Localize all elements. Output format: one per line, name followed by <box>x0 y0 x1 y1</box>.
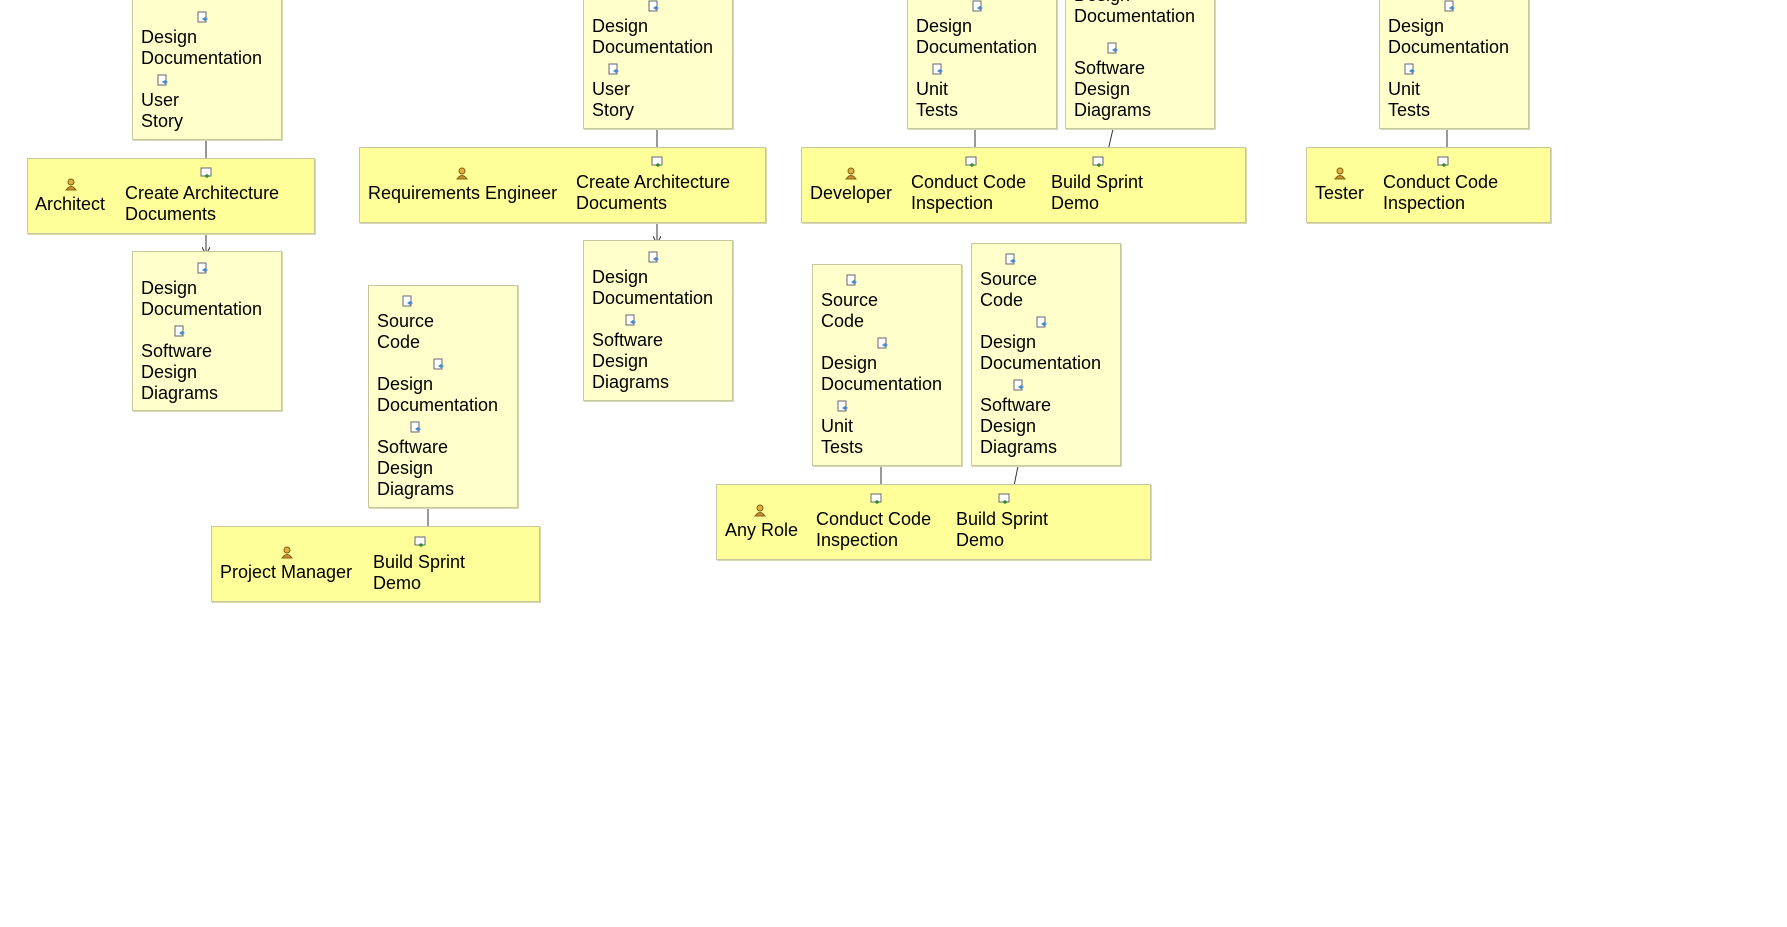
artifact-group-anyrole-inspection-inputs: Source Code Design Documentation Unit Te… <box>812 264 962 466</box>
task-icon <box>651 156 663 167</box>
role-task-architect[interactable]: Architect Create Architecture Documents <box>27 158 315 234</box>
artifact-label: Software Design Diagrams <box>592 330 670 392</box>
artifact-icon <box>1444 0 1455 12</box>
task-icon <box>998 493 1010 504</box>
task-icon <box>965 156 977 167</box>
artifact-label: Unit Tests <box>916 79 959 120</box>
artifact-label: Design Documentation <box>592 16 714 57</box>
task-icon <box>200 167 212 178</box>
artifact-icon <box>608 63 619 75</box>
artifact-label: Unit Tests <box>821 416 864 457</box>
role-label: Requirements Engineer <box>368 183 558 203</box>
artifact-label: Design Documentation <box>1388 16 1510 57</box>
role-task-project-manager[interactable]: Project Manager Build Sprint Demo <box>211 526 540 602</box>
artifact-label: Software Design Diagrams <box>1074 58 1152 120</box>
task-icon <box>1437 156 1449 167</box>
artifact-label: Design Documentation <box>141 27 263 68</box>
artifact-label: Software Design Diagrams <box>141 341 219 403</box>
role-task-tester[interactable]: Tester Conduct Code Inspection <box>1306 147 1551 223</box>
task-icon <box>870 493 882 504</box>
role-icon <box>65 178 77 191</box>
artifact-icon <box>197 11 208 23</box>
role-label: Tester <box>1315 183 1365 203</box>
artifact-label: Source Code <box>377 311 435 352</box>
artifact-label: Unit Tests <box>1388 79 1431 120</box>
artifact-icon <box>837 400 848 412</box>
artifact-icon <box>197 262 208 274</box>
artifact-icon <box>625 314 636 326</box>
role-label: Developer <box>810 183 893 203</box>
artifact-icon <box>433 358 444 370</box>
artifact-label: Software Design Diagrams <box>377 437 455 499</box>
task-label: Build Sprint Demo <box>1051 172 1144 213</box>
artifact-label: User Story <box>141 90 184 131</box>
task-label: Create Architecture Documents <box>576 172 731 213</box>
artifact-label: Software Design Diagrams <box>980 395 1058 457</box>
task-label: Build Sprint Demo <box>956 509 1049 550</box>
artifact-icon <box>157 74 168 86</box>
artifact-label: Design Documentation <box>1074 0 1196 26</box>
artifact-icon <box>648 0 659 12</box>
task-label: Conduct Code Inspection <box>1383 172 1499 213</box>
artifact-group-reqeng-inputs: Design Documentation User Story <box>583 0 733 129</box>
artifact-icon <box>402 295 413 307</box>
artifact-icon <box>1404 63 1415 75</box>
artifact-group-reqeng-outputs: Design Documentation Software Design Dia… <box>583 240 733 401</box>
artifact-label: Source Code <box>821 290 879 331</box>
artifact-label: Design Documentation <box>141 278 263 319</box>
artifact-label: Design Documentation <box>592 267 714 308</box>
task-label: Conduct Code Inspection <box>911 172 1027 213</box>
artifact-group-tester-inputs: Design Documentation Unit Tests <box>1379 0 1529 129</box>
artifact-icon <box>972 0 983 12</box>
role-icon <box>754 504 766 517</box>
role-task-developer[interactable]: Developer Conduct Code Inspection Build … <box>801 147 1246 223</box>
task-label: Conduct Code Inspection <box>816 509 932 550</box>
task-icon <box>414 536 426 547</box>
artifact-group-anyrole-demo-inputs: Source Code Design Documentation Softwar… <box>971 243 1121 466</box>
role-icon <box>845 167 857 180</box>
artifact-group-pm-inputs: Source Code Design Documentation Softwar… <box>368 285 518 508</box>
artifact-label: Design Documentation <box>377 374 499 415</box>
artifact-icon <box>846 274 857 286</box>
artifact-group-architect-outputs: Design Documentation Software Design Dia… <box>132 251 282 411</box>
artifact-icon <box>1036 316 1047 328</box>
artifact-icon <box>932 63 943 75</box>
task-label: Build Sprint Demo <box>373 552 466 593</box>
role-task-requirements-engineer[interactable]: Requirements Engineer Create Architectur… <box>359 147 766 223</box>
role-label: Project Manager <box>220 562 353 582</box>
task-icon <box>1092 156 1104 167</box>
role-task-any-role[interactable]: Any Role Conduct Code Inspection Build S… <box>716 484 1151 560</box>
artifact-label: Design Documentation <box>980 332 1102 373</box>
artifact-label: Design Documentation <box>821 353 943 394</box>
role-icon <box>1334 167 1346 180</box>
artifact-icon <box>1107 42 1118 54</box>
artifact-icon <box>410 421 421 433</box>
artifact-icon <box>648 251 659 263</box>
artifact-label: Design Documentation <box>916 16 1038 57</box>
role-label: Any Role <box>725 520 799 540</box>
task-label: Create Architecture Documents <box>125 183 280 224</box>
role-icon <box>281 546 293 559</box>
role-label: Architect <box>35 194 106 214</box>
role-icon <box>456 167 468 180</box>
artifact-label: User Story <box>592 79 635 120</box>
artifact-group-developer-inspection-inputs: Design Documentation Unit Tests <box>907 0 1057 129</box>
artifact-label: Source Code <box>980 269 1038 310</box>
artifact-icon <box>1005 253 1016 265</box>
artifact-group-developer-demo-inputs: Design Documentation Software Design Dia… <box>1065 0 1215 129</box>
artifact-icon <box>1013 379 1024 391</box>
artifact-icon <box>174 325 185 337</box>
artifact-group-architect-inputs: Design Documentation User Story <box>132 0 282 140</box>
artifact-icon <box>877 337 888 349</box>
